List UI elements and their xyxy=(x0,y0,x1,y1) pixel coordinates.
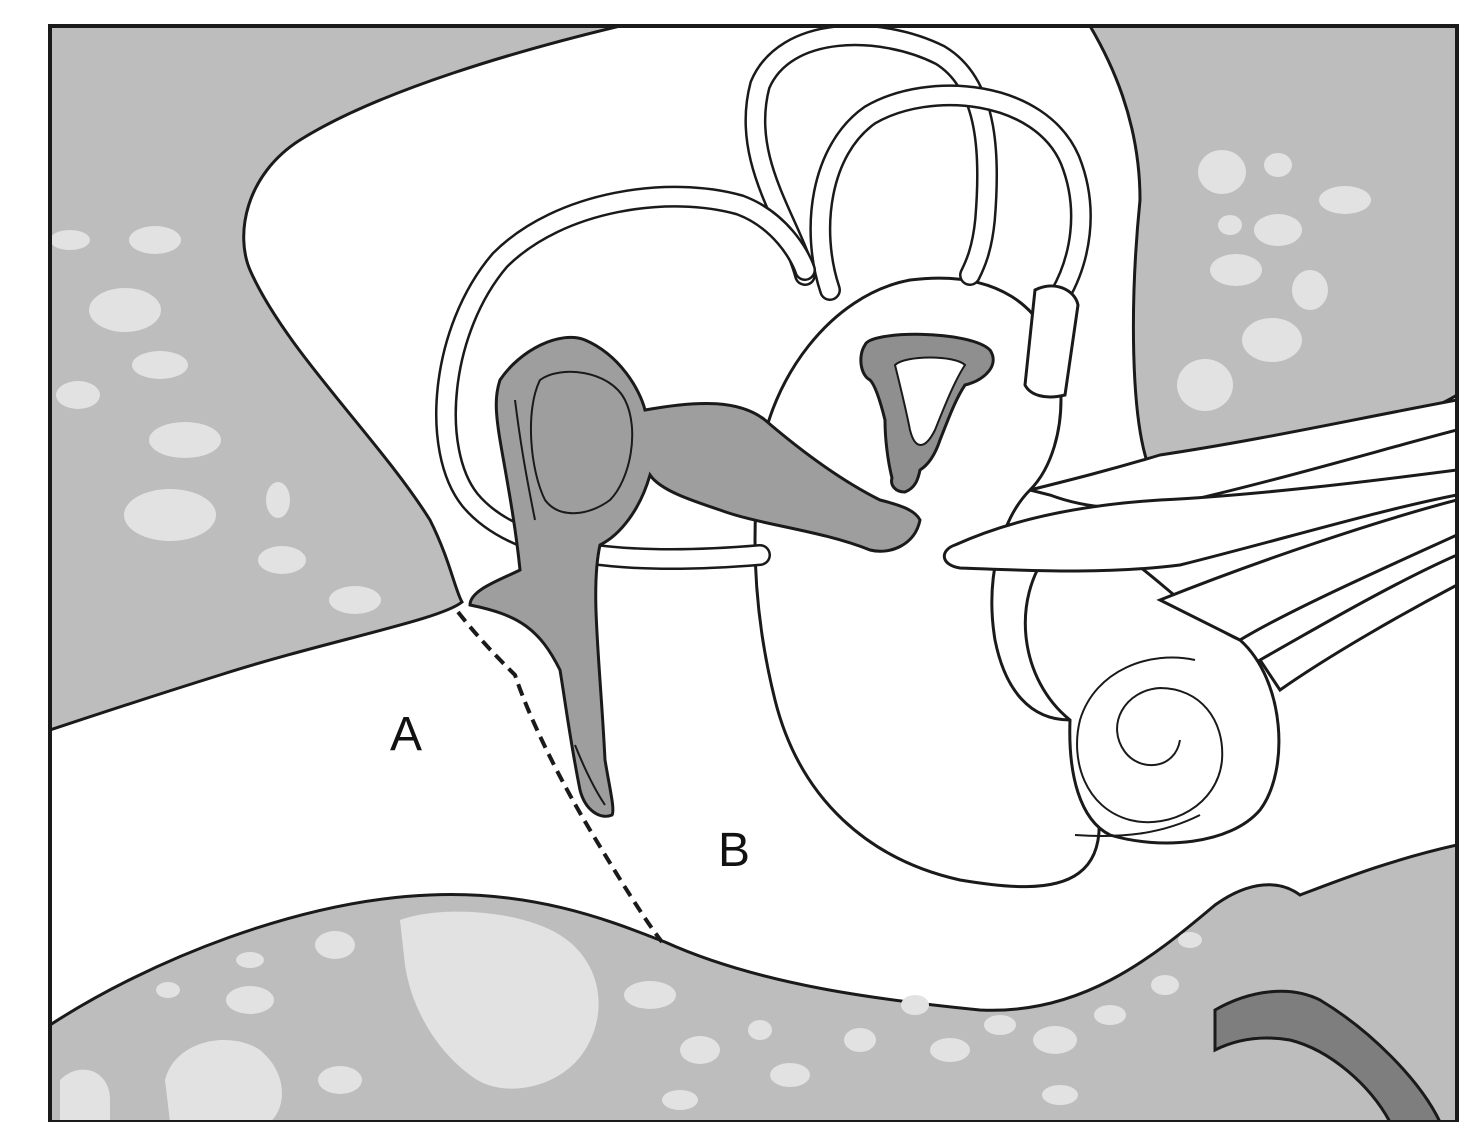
label-b: B xyxy=(718,824,750,877)
temporal-bone-upper-right xyxy=(1090,26,1457,470)
label-a: A xyxy=(390,708,422,761)
